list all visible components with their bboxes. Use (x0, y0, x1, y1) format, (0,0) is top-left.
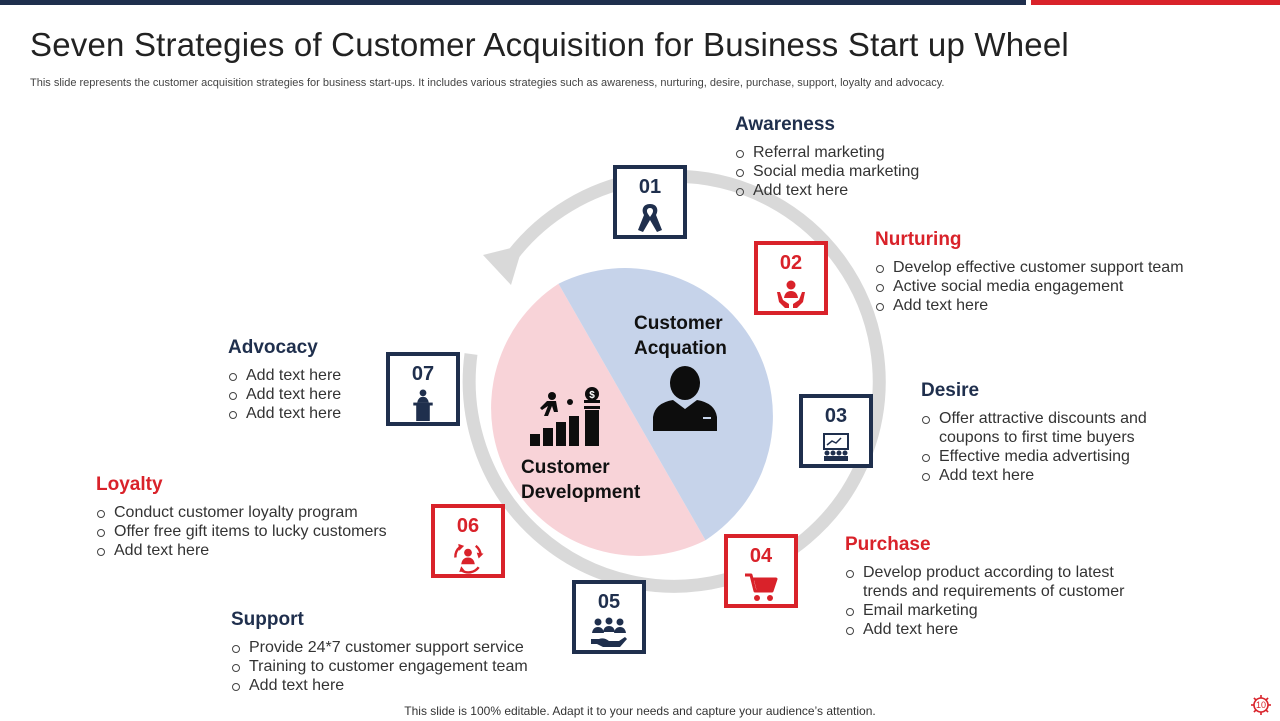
list-item: Add text here (228, 404, 341, 423)
section-heading: Advocacy (228, 337, 318, 358)
section-heading: Loyalty (96, 474, 163, 495)
section-heading: Awareness (735, 114, 835, 135)
presentation-icon (823, 433, 849, 461)
list-item: Offer attractive discounts and (921, 409, 1147, 428)
section-purchase: Purchase Develop product according to la… (845, 534, 1124, 639)
svg-text:$: $ (589, 390, 595, 401)
step-box-04[interactable]: 04 (724, 534, 798, 608)
top-accent-bar-red (1031, 0, 1280, 5)
step-number: 06 (456, 515, 480, 537)
list-item: Offer free gift items to lucky customers (96, 522, 387, 541)
care-hands-icon (777, 280, 805, 308)
slide-title: Seven Strategies of Customer Acquisition… (30, 26, 1069, 63)
bullet-list: Referral marketing Social media marketin… (735, 143, 919, 200)
list-item: Add text here (231, 676, 528, 695)
list-item-continuation: trends and requirements of customer (863, 583, 1125, 600)
list-item: Active social media engagement (875, 277, 1184, 296)
ribbon-icon (638, 204, 662, 232)
center-label-development: Customer Development (521, 457, 641, 503)
section-nurturing: Nurturing Develop effective customer sup… (875, 229, 1184, 315)
bullet-list: Provide 24*7 customer support service Tr… (231, 638, 528, 695)
step-box-07[interactable]: 07 (386, 352, 460, 426)
shopping-cart-icon (745, 573, 778, 601)
list-item: Add text here (96, 541, 387, 560)
list-item: Add text here (228, 385, 341, 404)
list-item: Email marketing (845, 601, 1124, 620)
step-number: 03 (824, 405, 848, 427)
section-desire: Desire Offer attractive discounts and co… (921, 380, 1147, 485)
list-item: Training to customer engagement team (231, 657, 528, 676)
section-support: Support Provide 24*7 customer support se… (231, 609, 528, 695)
step-box-03[interactable]: 03 (799, 394, 873, 468)
slide-subtitle: This slide represents the customer acqui… (30, 77, 945, 89)
section-loyalty: Loyalty Conduct customer loyalty program… (96, 474, 387, 560)
list-item: Provide 24*7 customer support service (231, 638, 528, 657)
list-item: Develop effective customer support team (875, 258, 1184, 277)
section-heading: Support (231, 609, 304, 630)
list-item: Effective media advertising (921, 447, 1147, 466)
step-box-02[interactable]: 02 (754, 241, 828, 315)
page-number: 10 (1255, 700, 1266, 710)
section-heading: Desire (921, 380, 980, 401)
list-item: Add text here (228, 366, 341, 385)
team-support-icon (591, 617, 627, 647)
section-advocacy: Advocacy Add text here Add text here Add… (228, 337, 341, 423)
speaker-podium-icon (413, 389, 433, 422)
step-number: 05 (597, 591, 621, 613)
list-item: Conduct customer loyalty program (96, 503, 387, 522)
section-awareness: Awareness Referral marketing Social medi… (735, 114, 919, 200)
step-box-05[interactable]: 05 (572, 580, 646, 654)
loyalty-cycle-icon (454, 543, 484, 574)
list-item: Add text here (875, 296, 1184, 315)
bullet-list: Develop product according to latest tren… (845, 563, 1124, 639)
business-growth-icon: $ (530, 387, 600, 446)
cycle-arrowhead (483, 245, 523, 285)
step-number: 07 (411, 363, 435, 385)
center-label-acquisition: Customer Acquation (634, 313, 727, 359)
step-number: 02 (779, 252, 803, 274)
page-number-badge: 10 (1250, 694, 1272, 716)
list-item: Referral marketing (735, 143, 919, 162)
step-number: 01 (638, 176, 662, 198)
customer-person-icon (653, 366, 717, 431)
list-item: Develop product according to latest (845, 563, 1124, 582)
bullet-list: Add text here Add text here Add text her… (228, 366, 341, 423)
gear-icon (1251, 695, 1271, 715)
bullet-list: Offer attractive discounts and coupons t… (921, 409, 1147, 485)
list-item-continuation: coupons to first time buyers (939, 429, 1135, 446)
step-number: 04 (749, 545, 773, 567)
step-box-01[interactable]: 01 (613, 165, 687, 239)
section-heading: Nurturing (875, 229, 962, 250)
section-heading: Purchase (845, 534, 931, 555)
list-item: Social media marketing (735, 162, 919, 181)
top-accent-bar-navy (0, 0, 1026, 5)
list-item: Add text here (845, 620, 1124, 639)
bullet-list: Develop effective customer support team … (875, 258, 1184, 315)
slide-footer: This slide is 100% editable. Adapt it to… (404, 704, 876, 718)
list-item: Add text here (735, 181, 919, 200)
bullet-list: Conduct customer loyalty program Offer f… (96, 503, 387, 560)
step-box-06[interactable]: 06 (431, 504, 505, 578)
list-item: Add text here (921, 466, 1147, 485)
